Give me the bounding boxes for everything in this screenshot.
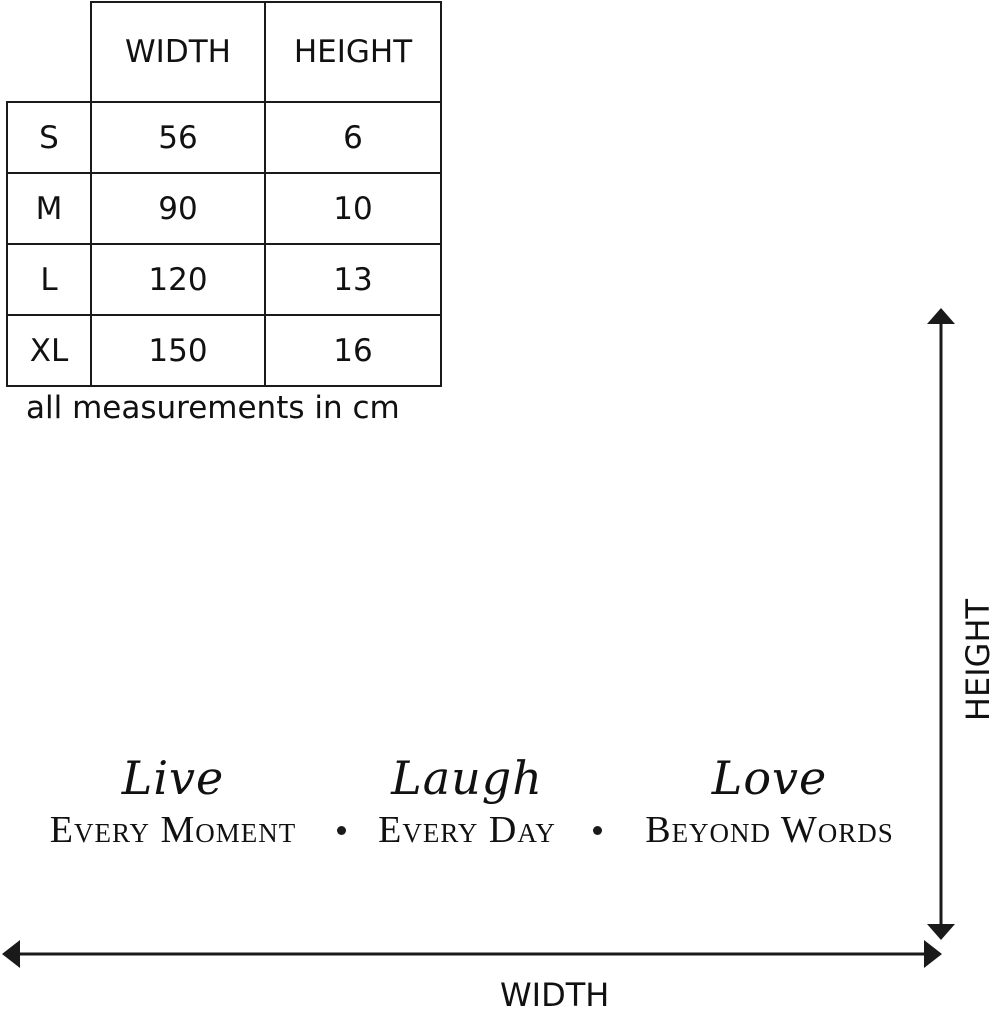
decal-phrase-love: Love Beyond Words xyxy=(622,748,917,852)
arrowhead-left-icon xyxy=(2,940,20,968)
table-row: S 56 6 xyxy=(6,101,442,174)
separator-dot xyxy=(337,826,346,835)
size-label: L xyxy=(6,243,92,316)
table-corner-cell xyxy=(7,2,92,103)
arrowhead-right-icon xyxy=(924,940,942,968)
width-arrow xyxy=(2,940,942,968)
table-row: XL 150 16 xyxy=(6,314,442,387)
height-value: 13 xyxy=(264,243,442,316)
size-table: WIDTH HEIGHT S 56 6 M 90 10 L 120 13 XL … xyxy=(6,1,442,387)
caps-subtitle: Every Moment xyxy=(49,809,297,851)
height-arrow xyxy=(927,308,955,940)
caps-subtitle: Every Day xyxy=(378,809,556,851)
script-word: Laugh xyxy=(391,751,543,805)
width-dimension-label: WIDTH xyxy=(500,976,610,1014)
arrowhead-up-icon xyxy=(927,308,955,324)
size-label: XL xyxy=(6,314,92,387)
width-value: 90 xyxy=(90,172,266,245)
separator-dot xyxy=(593,826,602,835)
measurement-unit-note: all measurements in cm xyxy=(26,390,400,426)
width-value: 150 xyxy=(90,314,266,387)
width-value: 120 xyxy=(90,243,266,316)
height-value: 16 xyxy=(264,314,442,387)
script-word: Live xyxy=(121,751,225,805)
decal-phrase-laugh: Laugh Every Day xyxy=(362,748,572,852)
height-column-header: HEIGHT xyxy=(264,1,442,103)
arrowhead-down-icon xyxy=(927,924,955,940)
table-header-row: WIDTH HEIGHT xyxy=(7,1,442,103)
decal-phrase-live: Live Every Moment xyxy=(28,748,318,852)
height-dimension-label: HEIGHT xyxy=(959,598,997,722)
width-value: 56 xyxy=(90,101,266,174)
table-row: M 90 10 xyxy=(6,172,442,245)
size-label: M xyxy=(6,172,92,245)
table-row: L 120 13 xyxy=(6,243,442,316)
height-value: 6 xyxy=(264,101,442,174)
height-value: 10 xyxy=(264,172,442,245)
script-word: Love xyxy=(711,751,828,805)
width-column-header: WIDTH xyxy=(90,1,266,103)
size-label: S xyxy=(6,101,92,174)
caps-subtitle: Beyond Words xyxy=(645,809,894,851)
